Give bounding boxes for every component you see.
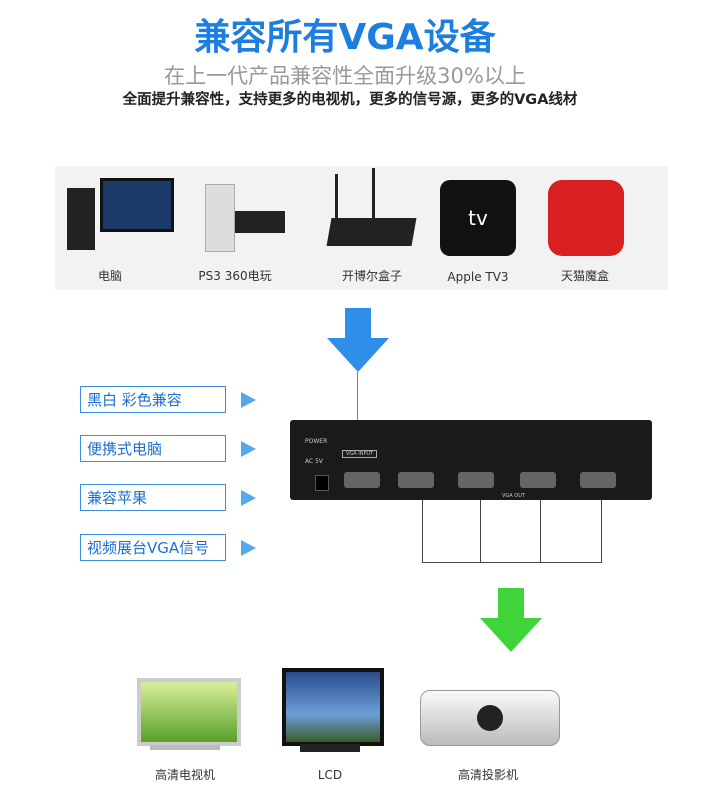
- router-icon: [326, 218, 417, 246]
- feature-label: 兼容苹果: [80, 484, 226, 511]
- play-triangle-icon: [241, 490, 256, 506]
- source-label: 电脑: [97, 269, 122, 283]
- page-title: 兼容所有VGA设备: [194, 17, 496, 58]
- output-line: [480, 500, 481, 562]
- output-line: [540, 500, 541, 562]
- tagline: 全面提升兼容性，支持更多的电视机，更多的信号源，更多的VGA线材: [122, 92, 578, 108]
- arrow-down-icon: [480, 588, 542, 652]
- vga-input-port: [344, 472, 380, 488]
- tmall-box-icon: [548, 180, 624, 256]
- vga-output-port: [458, 472, 494, 488]
- projector-icon: [420, 690, 560, 746]
- subtitle: 在上一代产品兼容性全面升级30%以上: [164, 64, 526, 88]
- source-label: Apple TV3: [447, 270, 509, 284]
- antenna-icon: [335, 174, 338, 220]
- apple-tv-icon: tv: [440, 180, 516, 256]
- feature-label: 黑白 彩色兼容: [80, 386, 226, 413]
- play-triangle-icon: [241, 392, 256, 408]
- source-devices: 电脑 PS3 360电玩 开博尔盒子 tv Apple TV3 天猫魔盒: [55, 166, 668, 290]
- output-label: LCD: [317, 768, 343, 782]
- input-label: VGA INPUT: [342, 450, 378, 458]
- output-label: 高清电视机: [154, 768, 215, 782]
- projector-lens: [477, 705, 503, 731]
- power-jack: [315, 475, 329, 491]
- monitor-stand: [300, 744, 360, 752]
- power-spec: AC 5V: [305, 458, 324, 465]
- hdtv-icon: [137, 678, 241, 746]
- ps3-icon: [235, 211, 285, 233]
- output-bus-line: [422, 562, 602, 563]
- antenna-icon: [372, 168, 375, 218]
- input-connector-line: [357, 372, 358, 450]
- source-label: 开博尔盒子: [341, 269, 402, 283]
- vga-output-port: [580, 472, 616, 488]
- source-box: 开博尔盒子: [317, 166, 427, 290]
- vga-splitter-device: POWER AC 5V VGA INPUT VGA OUT: [290, 420, 652, 500]
- power-label: POWER: [305, 438, 328, 445]
- vga-output-port: [520, 472, 556, 488]
- source-label: PS3 360电玩: [198, 269, 272, 283]
- console-icon: [205, 184, 235, 252]
- source-appletv: tv Apple TV3: [423, 166, 533, 290]
- source-pc: 电脑: [55, 166, 174, 290]
- play-triangle-icon: [241, 540, 256, 556]
- output-line: [601, 500, 602, 562]
- feature-label: 便携式电脑: [80, 435, 226, 462]
- output-line: [422, 500, 423, 562]
- lcd-monitor-icon: [282, 668, 384, 746]
- play-triangle-icon: [241, 441, 256, 457]
- source-tmall: 天猫魔盒: [530, 166, 640, 290]
- output-label: VGA OUT: [502, 493, 525, 499]
- source-console: PS3 360电玩: [180, 166, 290, 290]
- tv-stand: [150, 745, 220, 750]
- arrow-down-icon: [327, 308, 389, 372]
- output-label: 高清投影机: [457, 768, 518, 782]
- pc-tower-icon: [67, 188, 95, 250]
- monitor-icon: [100, 178, 174, 232]
- vga-output-port: [398, 472, 434, 488]
- feature-label: 视频展台VGA信号: [80, 534, 226, 561]
- source-label: 天猫魔盒: [560, 269, 609, 283]
